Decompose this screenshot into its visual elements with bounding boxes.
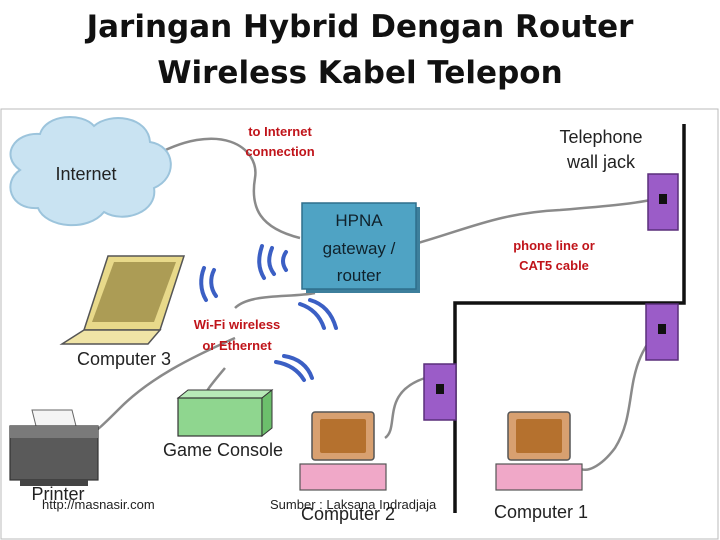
wifi-wave-laptop-1 <box>199 266 208 302</box>
gateway-label-1: HPNA <box>335 211 383 230</box>
wireless-label-1: Wi-Fi wireless <box>194 317 281 332</box>
slide-title: Jaringan Hybrid Dengan Router Wireless K… <box>0 4 720 96</box>
wifi-wave-console-2 <box>282 354 314 380</box>
computer1-cable <box>579 325 663 472</box>
computer2-cable <box>384 376 426 440</box>
printer: Printer <box>9 409 99 504</box>
phone-line-label-2: CAT5 cable <box>519 258 589 273</box>
computer2-label: Computer 2 <box>301 504 395 524</box>
wifi-wave-gateway-3 <box>281 250 288 272</box>
game-console-label: Game Console <box>163 440 283 460</box>
wifi-waves <box>199 244 338 382</box>
internet-cloud: Internet <box>9 115 172 226</box>
footer-credit: Sumber : Laksana Indradjaja <box>270 497 437 512</box>
internet-connection-label-2: connection <box>245 144 314 159</box>
gateway-label-3: router <box>337 266 382 285</box>
phone-jack-label-1: Telephone <box>559 127 642 147</box>
computer-3-laptop: Computer 3 <box>59 255 186 369</box>
game-console: Game Console <box>163 388 283 460</box>
wifi-wave-down-1 <box>298 302 326 330</box>
internet-cable <box>149 137 301 240</box>
wifi-wave-gateway-1 <box>257 244 266 280</box>
footer-source-url: http://masnasir.com <box>42 497 155 512</box>
title-line-1: Jaringan Hybrid Dengan Router <box>86 9 634 45</box>
computer-2: Computer 2 <box>299 411 395 524</box>
title-line-2: Wireless Kabel Telepon <box>157 55 563 91</box>
internet-label: Internet <box>55 164 116 184</box>
computer3-label: Computer 3 <box>77 349 171 369</box>
wifi-wave-console-1 <box>274 360 306 382</box>
phone-jack-label-2: wall jack <box>566 152 636 172</box>
wifi-wave-laptop-2 <box>209 268 218 298</box>
wifi-wave-down-2 <box>308 298 338 330</box>
gateway-label-2: gateway / <box>323 239 396 258</box>
printer-label: Printer <box>31 484 84 504</box>
annotations: to Internet connection phone line or CAT… <box>194 124 595 353</box>
cables <box>84 137 663 472</box>
internet-connection-label-1: to Internet <box>248 124 312 139</box>
computer-1: Computer 1 <box>494 411 588 522</box>
computer1-label: Computer 1 <box>494 502 588 522</box>
wifi-wave-gateway-2 <box>267 246 276 276</box>
wireless-label-2: or Ethernet <box>202 338 272 353</box>
wall-jacks: Telephone wall jack <box>423 127 679 421</box>
phone-cable <box>417 196 661 245</box>
phone-line-label-1: phone line or <box>513 238 595 253</box>
network-diagram: Internet to Internet connection phone li… <box>0 108 719 540</box>
gateway-laptop-cable <box>234 291 316 309</box>
hpna-gateway: HPNA gateway / router <box>301 202 420 293</box>
